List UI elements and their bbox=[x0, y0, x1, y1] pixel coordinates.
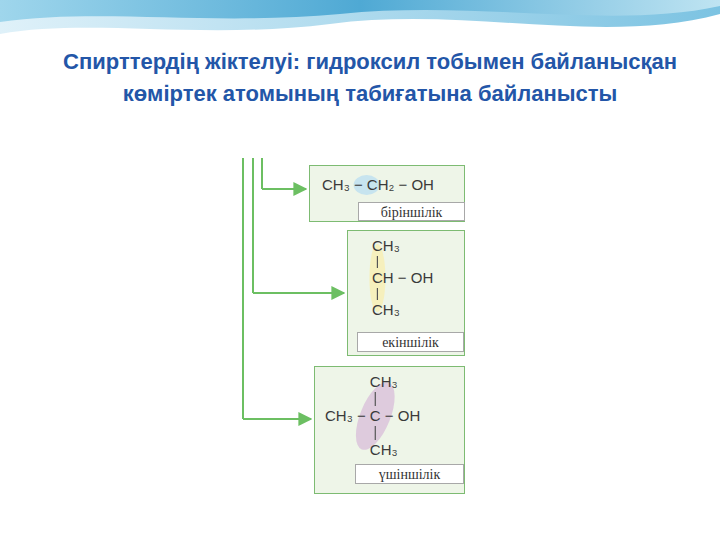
formula-box: CH₃ − CH₂ − OH біріншілік bbox=[309, 165, 465, 222]
formula-box: CH₃ CH − OH CH₃ екіншілік bbox=[347, 230, 465, 356]
bond-line bbox=[375, 426, 376, 440]
class-label: біріншілік bbox=[381, 205, 443, 220]
formula-text: CH − OH bbox=[372, 269, 433, 287]
diagram-panel bbox=[207, 158, 512, 500]
class-label-box: біріншілік bbox=[358, 202, 465, 221]
bond-line bbox=[377, 288, 378, 300]
class-label-box: екіншілік bbox=[357, 332, 464, 352]
class-label-box: үшіншілік bbox=[355, 464, 464, 484]
class-label: үшіншілік bbox=[379, 467, 441, 482]
formula-text: CH₃ bbox=[372, 301, 400, 319]
formula-box: CH₃ CH₃ − C − OH CH₃ үшіншілік bbox=[314, 366, 465, 494]
formula-text: CH₃ bbox=[372, 237, 400, 255]
formula-text: CH₃ − C − OH bbox=[325, 407, 420, 425]
bond-line bbox=[375, 392, 376, 406]
top-wave bbox=[0, 0, 720, 22]
slide-title: Спирттердің жіктелуі: гидроксил тобымен … bbox=[50, 46, 690, 110]
formula-text: CH₃ − CH₂ − OH bbox=[322, 176, 434, 194]
top-wave bbox=[0, 0, 720, 34]
formula-text: CH₃ bbox=[370, 441, 398, 459]
class-label: екіншілік bbox=[382, 335, 439, 350]
formula-text: CH₃ bbox=[370, 373, 398, 391]
bond-line bbox=[377, 256, 378, 268]
